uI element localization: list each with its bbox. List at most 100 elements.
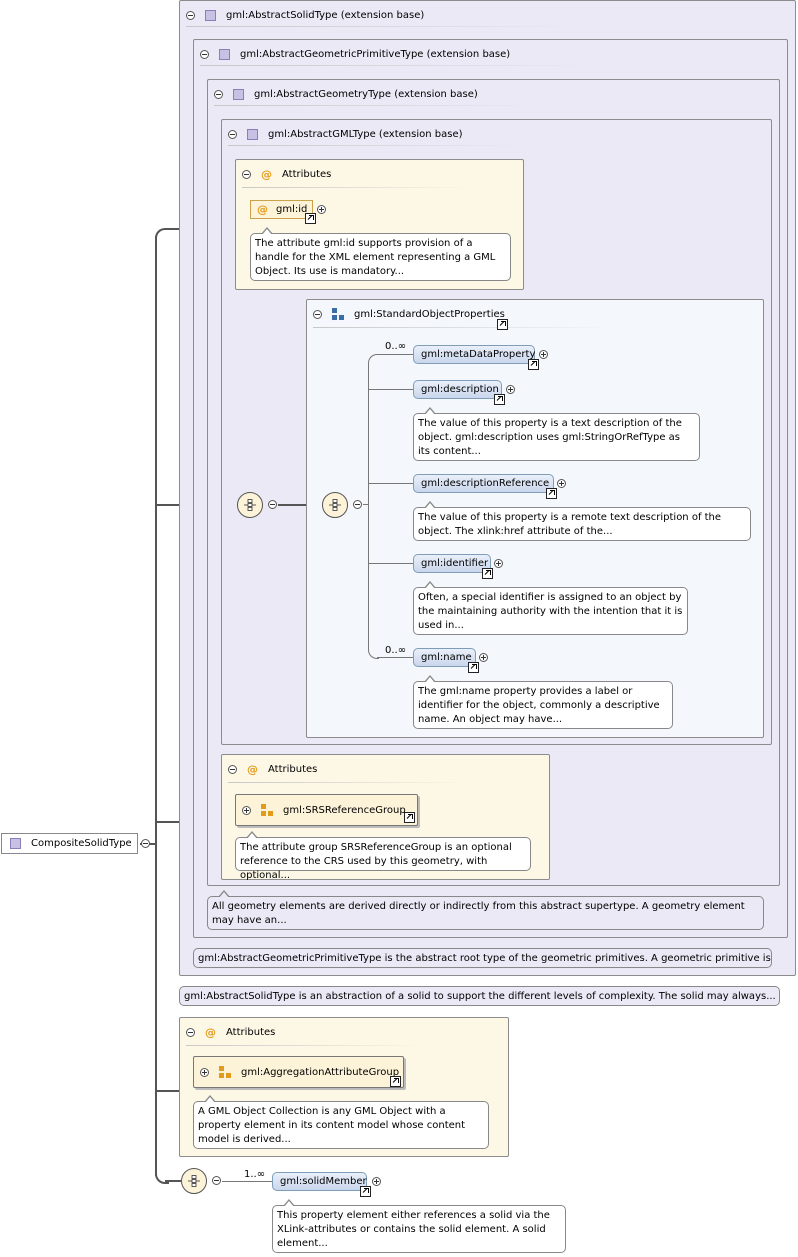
complex-type-icon [205, 9, 216, 21]
inner-line-description [368, 389, 413, 390]
attributes-label: Attributes [282, 168, 332, 180]
inner-line-name [377, 657, 413, 658]
srs-reference-group[interactable]: gml:SRSReferenceGroup [235, 794, 418, 826]
identifier-expand-icon[interactable] [494, 559, 503, 568]
description-reference-link-icon[interactable] [546, 488, 557, 499]
sequence-inner-collapse-icon[interactable] [353, 500, 362, 509]
collapse-icon[interactable] [186, 1027, 195, 1037]
solid-member-link-icon[interactable] [360, 1186, 371, 1197]
aggregation-attributes-header: @ Attributes [186, 1024, 275, 1040]
attribute-icon: @ [257, 203, 268, 216]
gml-id-attribute[interactable]: @ gml:id [250, 200, 313, 219]
solid-member-cardinality: 1..∞ [244, 1169, 266, 1180]
name-element[interactable]: gml:name [413, 648, 476, 667]
identifier-element[interactable]: gml:identifier [413, 554, 491, 573]
attributes-label: Attributes [226, 1026, 276, 1038]
sequence-outer-collapse-icon[interactable] [268, 500, 277, 509]
srs-link-icon[interactable] [404, 812, 415, 823]
primitive-type-doc: gml:AbstractGeometricPrimitiveType is th… [193, 948, 772, 968]
name-expand-icon[interactable] [479, 653, 488, 662]
attribute-icon: @ [247, 762, 258, 776]
inner-line-identifier [368, 563, 413, 564]
description-element[interactable]: gml:description [413, 380, 502, 399]
complex-type-icon [219, 48, 230, 60]
identifier-label: gml:identifier [421, 558, 489, 569]
description-reference-element[interactable]: gml:descriptionReference [413, 474, 554, 493]
complex-type-icon [233, 88, 244, 100]
aggregation-attribute-group-label: gml:AggregationAttributeGroup [241, 1066, 400, 1078]
gml-id-doc: The attribute gml:id supports provision … [250, 227, 511, 281]
collapse-icon[interactable] [228, 764, 237, 774]
geometry-type-doc: All geometry elements are derived direct… [207, 890, 764, 930]
description-expand-icon[interactable] [506, 385, 515, 394]
description-link-icon[interactable] [494, 394, 505, 405]
name-cardinality: 0..∞ [385, 645, 407, 656]
connector-seq-to-seq [278, 504, 322, 506]
description-reference-label: gml:descriptionReference [421, 478, 550, 489]
solid-member-doc: This property element either references … [272, 1199, 566, 1253]
expand-icon[interactable] [200, 1067, 209, 1077]
sequence-icon [329, 499, 341, 511]
aggregation-doc: A GML Object Collection is any GML Objec… [193, 1095, 489, 1149]
metadata-property-label: gml:metaDataProperty [421, 349, 536, 360]
solid-member-label: gml:solidMember [280, 1176, 367, 1187]
collapse-icon[interactable] [214, 89, 223, 99]
inner-line-metadata [377, 354, 413, 355]
sequence-compositor-solid-member[interactable] [181, 1168, 207, 1194]
name-link-icon[interactable] [468, 662, 479, 673]
solid-member-sequence-collapse-icon[interactable] [212, 1176, 221, 1185]
complex-type-icon [10, 838, 21, 849]
attributes-label: Attributes [268, 763, 318, 775]
metadata-link-icon[interactable] [528, 359, 539, 370]
composite-solid-type-box[interactable]: CompositeSolidType [1, 833, 138, 854]
attribute-group-icon [219, 1066, 231, 1078]
geometry-attributes-header: @ Attributes [228, 761, 317, 777]
abstract-geometry-type-label: gml:AbstractGeometryType (extension base… [254, 88, 478, 100]
solid-type-doc: gml:AbstractSolidType is an abstraction … [179, 986, 780, 1006]
connector-solid-member [222, 1181, 272, 1182]
aggregation-attribute-group[interactable]: gml:AggregationAttributeGroup [193, 1056, 404, 1088]
abstract-primitive-type-header: gml:AbstractGeometricPrimitiveType (exte… [200, 46, 510, 62]
standard-object-properties-label: gml:StandardObjectProperties [354, 308, 505, 320]
sequence-compositor-outer[interactable] [237, 492, 263, 518]
inner-vertical-line [368, 364, 369, 650]
sequence-compositor-inner[interactable] [322, 492, 348, 518]
metadata-expand-icon[interactable] [539, 350, 548, 359]
metadata-property-element[interactable]: gml:metaDataProperty [413, 345, 535, 364]
identifier-doc: Often, a special identifier is assigned … [413, 581, 688, 635]
inner-line-seq [363, 504, 369, 505]
sequence-icon [188, 1175, 200, 1187]
aggregation-link-icon[interactable] [390, 1076, 401, 1087]
standard-props-link-icon[interactable] [497, 319, 508, 330]
description-reference-doc: The value of this property is a remote t… [413, 501, 751, 541]
connector-top-curve [155, 228, 169, 242]
attribute-icon: @ [261, 167, 272, 181]
abstract-primitive-type-label: gml:AbstractGeometricPrimitiveType (exte… [240, 48, 511, 60]
name-doc: The gml:name property provides a label o… [413, 675, 673, 729]
collapse-icon[interactable] [186, 10, 195, 20]
abstract-solid-type-header: gml:AbstractSolidType (extension base) [186, 7, 424, 23]
solid-member-element[interactable]: gml:solidMember [272, 1172, 367, 1191]
collapse-icon[interactable] [200, 49, 209, 59]
sequence-icon [244, 499, 256, 511]
attribute-icon: @ [205, 1025, 216, 1039]
gml-id-link-icon[interactable] [305, 213, 316, 224]
root-collapse-icon[interactable] [141, 839, 150, 848]
collapse-icon[interactable] [313, 309, 322, 319]
description-reference-expand-icon[interactable] [557, 479, 566, 488]
description-doc: The value of this property is a text des… [413, 407, 700, 461]
solid-member-expand-icon[interactable] [372, 1177, 381, 1186]
expand-icon[interactable] [242, 805, 251, 815]
abstract-solid-type-label: gml:AbstractSolidType (extension base) [226, 9, 425, 21]
complex-type-icon [247, 128, 258, 140]
connector-to-solidmember-seq [165, 1180, 181, 1182]
abstract-gml-type-label: gml:AbstractGMLType (extension base) [268, 128, 463, 140]
connector-main-vertical [155, 236, 157, 1176]
standard-object-properties-header: gml:StandardObjectProperties [313, 306, 505, 322]
gml-id-expand-icon[interactable] [317, 205, 326, 214]
collapse-icon[interactable] [228, 129, 237, 139]
description-label: gml:description [421, 384, 499, 395]
gml-attributes-header: @ Attributes [242, 166, 331, 182]
collapse-icon[interactable] [242, 169, 251, 179]
identifier-link-icon[interactable] [482, 568, 493, 579]
